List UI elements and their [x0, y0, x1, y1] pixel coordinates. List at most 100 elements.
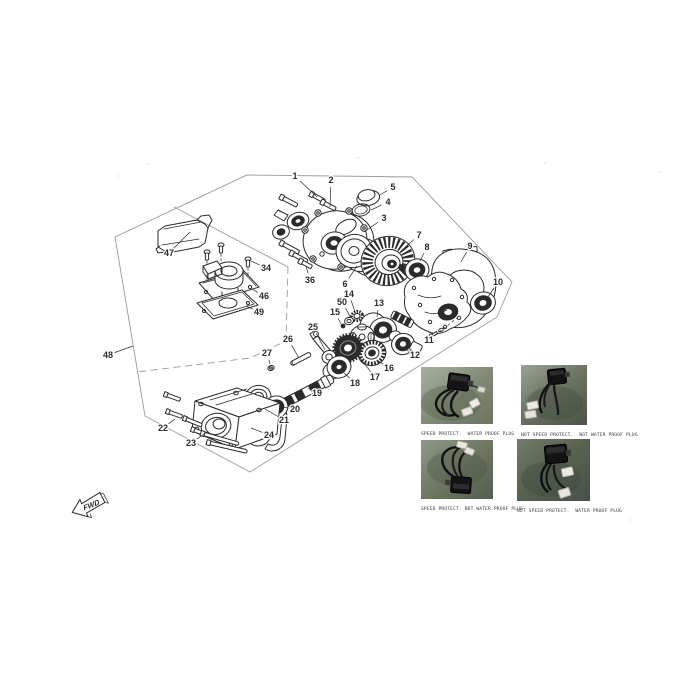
case-bolt-holes	[411, 276, 465, 330]
part-label-2: 2	[328, 175, 333, 185]
leader-line-12	[406, 349, 410, 352]
inset-photo-4	[517, 439, 590, 501]
midshaft-assembly	[267, 309, 423, 411]
leader-line-48	[114, 345, 134, 353]
part-16-gear	[357, 339, 387, 367]
inset-not-speed-not-waterproof: NOT SPEED PROTECT. NOT WATER PROOF PLUG	[521, 365, 638, 439]
leader-line-36	[305, 265, 309, 274]
part-50-washer	[344, 316, 354, 326]
inner-boundary	[136, 206, 289, 373]
scan-noise	[117, 157, 661, 521]
inset-speed-protect-not-waterproof: SPEED PROTECT. NOT WATER PROOF PLUG	[421, 440, 523, 513]
part-label-7: 7	[416, 230, 421, 240]
part-label-10: 10	[493, 277, 503, 287]
leader-line-34	[250, 260, 260, 266]
leader-line-50	[345, 307, 352, 319]
part-label-15: 15	[330, 307, 340, 317]
part-label-21: 21	[279, 415, 289, 425]
spacer-cylinder	[409, 341, 423, 354]
leader-line-13	[376, 309, 379, 318]
leader-line-5	[379, 190, 388, 196]
inset-caption-3: SPEED PROTECT. NOT WATER PROOF PLUG	[421, 506, 524, 512]
leader-line-17	[358, 356, 371, 372]
part-label-20: 20	[290, 404, 300, 414]
part-label-47: 47	[164, 248, 174, 258]
part-12-bearing	[391, 332, 415, 356]
leader-line-15	[337, 318, 342, 325]
leader-line-6	[348, 265, 358, 279]
leader-line-11	[434, 317, 458, 336]
part-label-14: 14	[344, 289, 354, 299]
leader-line-3	[363, 221, 379, 233]
leader-line-9	[460, 251, 467, 263]
inset-caption-1: SPEED PROTECT. WATER PROOF PLUG	[421, 431, 515, 437]
bushing-bracket	[272, 209, 310, 240]
part-47-cover	[155, 214, 213, 254]
white-connectors	[456, 440, 475, 456]
part-26-pin	[290, 352, 312, 366]
leader-line-19	[307, 387, 312, 390]
leader-line-27	[268, 359, 271, 365]
part-label-8: 8	[424, 242, 429, 252]
leader-line-47	[173, 231, 191, 249]
wires	[434, 384, 480, 419]
part-label-5: 5	[390, 182, 395, 192]
inset-photo-1	[421, 367, 493, 424]
part-label-26: 26	[283, 334, 293, 344]
leader-line-18	[343, 372, 351, 379]
leader-line-49	[245, 305, 253, 310]
part-label-18: 18	[350, 378, 360, 388]
inset-not-speed-waterproof: NOT SPEED PROTECT. WATER PROOF PLUG	[517, 439, 622, 515]
part-label-6: 6	[342, 279, 347, 289]
part-10-bearing	[470, 291, 496, 315]
leader-line-16	[376, 359, 384, 365]
part-label-25: 25	[308, 322, 318, 332]
leader-line-20	[280, 406, 289, 409]
part-label-49: 49	[254, 307, 264, 317]
leader-line-21	[264, 408, 279, 417]
leader-line-4	[370, 204, 382, 211]
part-label-27: 27	[262, 348, 272, 358]
wires	[538, 382, 560, 416]
top-assembly	[272, 189, 497, 339]
leader-line-24	[250, 427, 263, 433]
cover-ears	[301, 207, 368, 271]
inset-caption-2: NOT SPEED PROTECT. NOT WATER PROOF PLUG	[521, 432, 638, 438]
white-connectors	[461, 386, 486, 417]
leader-line-8	[419, 253, 425, 262]
white-connectors	[524, 400, 540, 420]
part-24-block	[191, 387, 281, 450]
part-17-gear	[332, 333, 364, 363]
part-label-22: 22	[158, 423, 168, 433]
part-label-9: 9	[467, 241, 472, 251]
part-label-23: 23	[186, 438, 196, 448]
part-label-11: 11	[424, 335, 434, 345]
inset-caption-4: NOT SPEED PROTECT. WATER PROOF PLUG	[517, 508, 622, 514]
block-assembly	[162, 384, 289, 454]
inset-photo-2	[521, 365, 587, 425]
part-46-mount	[198, 260, 260, 302]
part-2-bolt	[319, 198, 337, 211]
part-label-3: 3	[381, 213, 386, 223]
leader-line-23	[196, 431, 208, 440]
leader-line-25	[315, 333, 326, 351]
leader-line-26	[291, 344, 300, 359]
leader-line-7	[400, 239, 415, 252]
part-label-13: 13	[374, 298, 384, 308]
part-15-ball	[340, 323, 346, 329]
part-label-4: 4	[385, 197, 390, 207]
plug-device	[543, 443, 572, 465]
leader-line-46	[251, 288, 259, 293]
part-27-nut	[267, 364, 275, 372]
fwd-arrow: FWD	[71, 492, 109, 518]
part-label-50: 50	[337, 297, 347, 307]
part-11-screw	[428, 327, 444, 339]
part-49-plate	[196, 287, 259, 320]
leader-line-10	[487, 287, 495, 298]
leader-line-1	[299, 180, 318, 198]
assembly-border	[114, 174, 513, 473]
part-label-48: 48	[103, 350, 113, 360]
